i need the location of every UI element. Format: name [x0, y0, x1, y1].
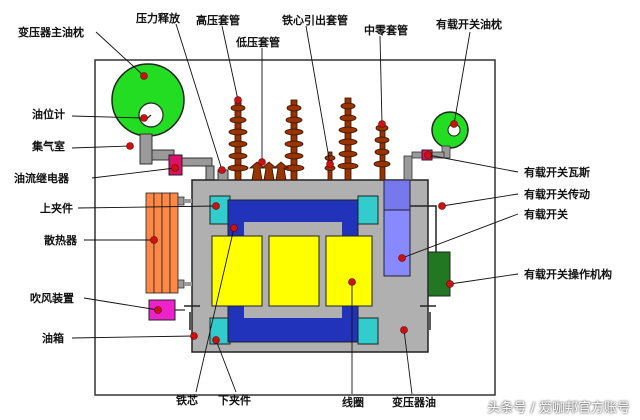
label-pressure-relief: 压力释放 [136, 12, 180, 25]
coil-middle [268, 235, 320, 307]
neutral-bushing [373, 121, 391, 181]
label-lv-bushing: 低压套管 [236, 36, 280, 49]
label-gas-chamber: 集气室 [32, 140, 65, 153]
high-voltage-bushings [227, 97, 359, 181]
label-oltc-gas-relay: 有载开关瓦斯 [524, 166, 590, 179]
label-main-conservator: 变压器主油枕 [18, 26, 84, 39]
coil-left [211, 235, 263, 307]
label-oltc-drive: 有载开关传动 [524, 188, 590, 201]
label-fan: 吹风装置 [30, 292, 74, 305]
label-core: 铁芯 [176, 394, 198, 407]
label-radiator: 散热器 [44, 234, 77, 247]
label-core-bushing: 铁心引出套管 [282, 14, 348, 27]
main-conservator [111, 63, 185, 137]
radiator [145, 192, 192, 294]
label-oltc-switch: 有载开关 [524, 208, 568, 221]
label-hv-bushing: 高压套管 [196, 14, 240, 27]
oltc-drive-shaft [410, 205, 437, 252]
label-oltc-conservator: 有载开关油枕 [436, 18, 502, 31]
label-neutral-bushing: 中零套管 [364, 24, 408, 37]
label-oil-gauge: 油位计 [32, 108, 65, 121]
coil-right [325, 235, 373, 307]
lower-clamp-right [357, 317, 379, 345]
low-voltage-bushings [248, 161, 290, 181]
label-lower-clamp: 下夹件 [218, 394, 251, 407]
cooling-fan [148, 299, 176, 321]
label-tank: 油箱 [42, 332, 64, 345]
label-upper-clamp: 上夹件 [40, 202, 73, 215]
upper-clamp-left [209, 195, 231, 225]
watermark: 头条号 / 爱咖邦官方账号 [487, 401, 630, 416]
oltc-mechanism [427, 251, 451, 297]
label-coil: 线圈 [342, 396, 364, 409]
label-oltc-mechanism: 有载开关操作机构 [524, 268, 612, 281]
upper-clamp-right [357, 195, 379, 225]
label-oil-relay: 油流继电器 [14, 172, 69, 185]
label-transformer-oil: 变压器油 [392, 396, 436, 409]
